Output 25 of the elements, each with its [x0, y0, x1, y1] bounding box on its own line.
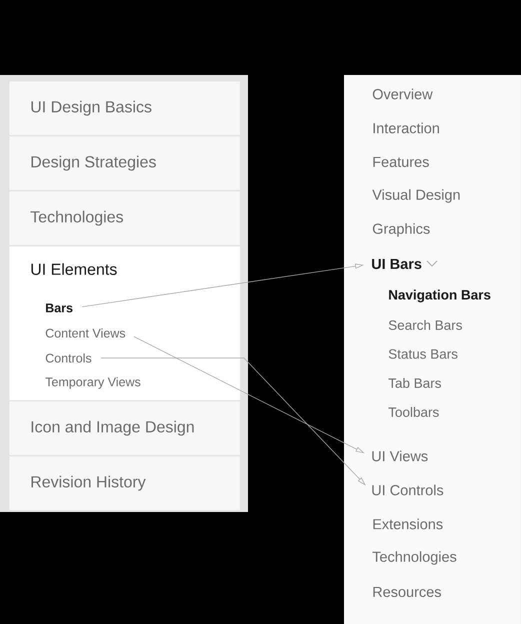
menu-item: UI Bars [372, 258, 422, 270]
menu-item: Tab Bars [388, 378, 441, 388]
menu-item: Graphics [372, 223, 430, 237]
menu-item: Controls [46, 353, 92, 363]
menu-item: Toolbars [388, 407, 439, 417]
menu-item: Technologies [372, 551, 456, 565]
menu-row: Revision History [9, 456, 240, 510]
menu-item: Temporary Views [45, 377, 140, 389]
menu-item: Resources [373, 586, 441, 598]
menu-row: Design Strategies [9, 136, 240, 190]
menu-item: Content Views [46, 328, 126, 338]
menu-row: Technologies [9, 191, 240, 246]
menu-item: Visual Design [372, 189, 460, 203]
menu-item: Navigation Bars [389, 290, 490, 302]
menu-row: UI Design Basics [9, 81, 240, 136]
menu-item: Bars [46, 304, 72, 312]
menu-item: Extensions [373, 518, 443, 530]
menu-item: Overview [372, 88, 433, 100]
menu-item: Interaction [374, 122, 439, 134]
menu-item: UI Controls [372, 484, 444, 496]
menu-item: Search Bars [388, 320, 462, 330]
menu-item: Status Bars [388, 349, 458, 359]
menu-item: Features [373, 156, 429, 168]
menu-item: UI Views [372, 450, 428, 462]
menu-row: Icon and Image Design [9, 401, 240, 456]
